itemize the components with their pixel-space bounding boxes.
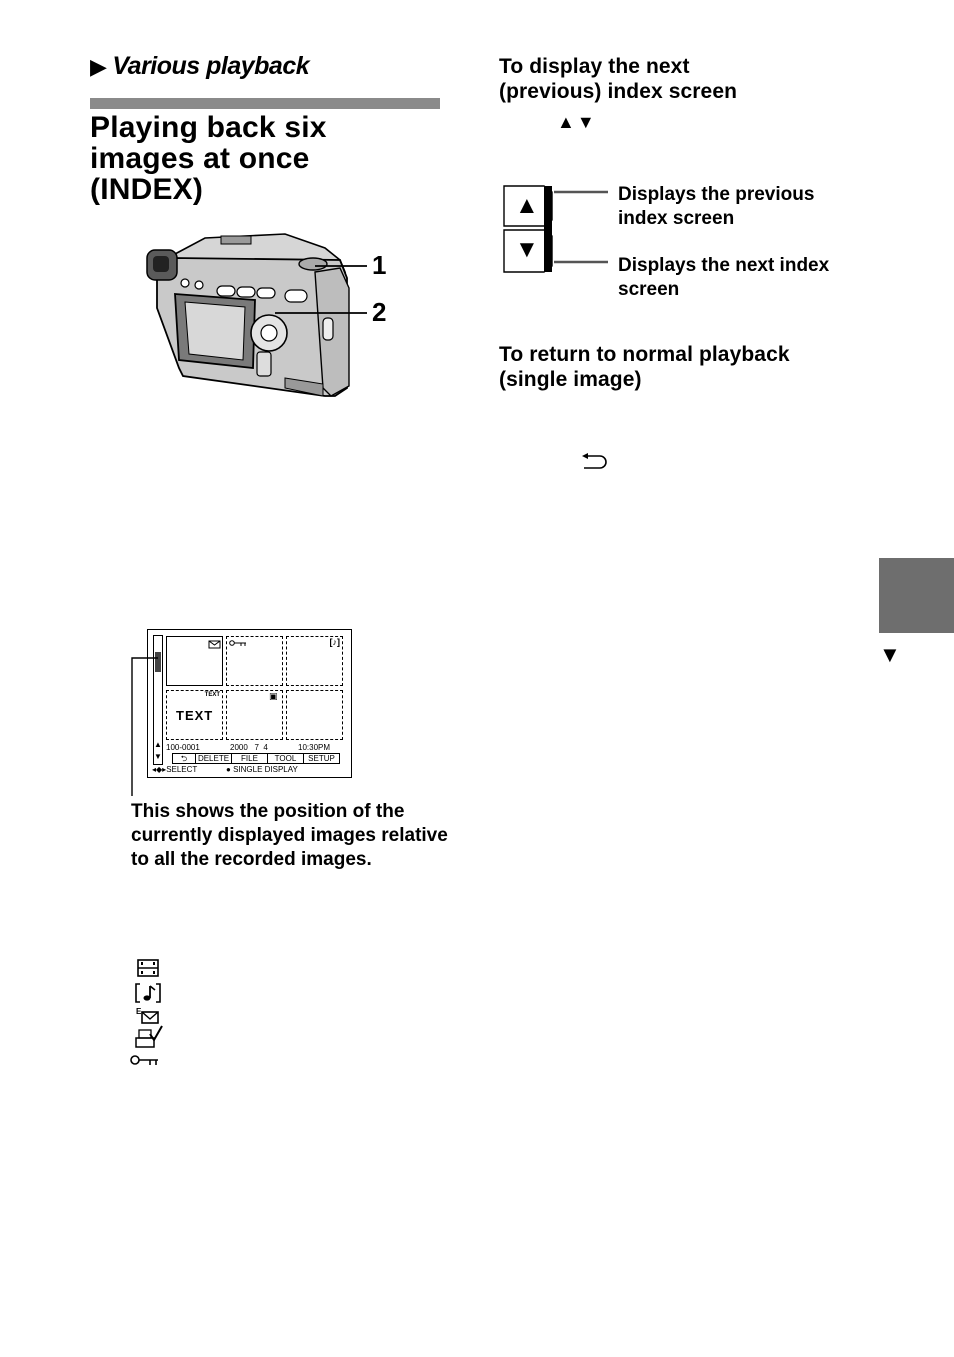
protect-key-icon [130, 1055, 158, 1065]
file-number: 100-0001 [166, 743, 200, 752]
scroll-up-icon: ▲ [154, 740, 162, 749]
recording-time: 10:30PM [298, 743, 331, 752]
audio-clip-icon [135, 983, 161, 1003]
page-title-line: (INDEX) [90, 173, 204, 206]
thumbnail[interactable]: [♪] [286, 636, 343, 686]
caption-line: This shows the position of the [131, 801, 405, 822]
title-divider [90, 98, 440, 109]
callout-number-2: 2 [372, 297, 387, 327]
continued-arrow-icon: ▼ [879, 642, 901, 667]
position-callout-line [131, 657, 158, 796]
thumbnail[interactable] [226, 636, 283, 686]
heading-line: To display the next [499, 55, 690, 78]
page-title: Playing back six images at once (INDEX) [90, 112, 450, 205]
callout-number-1: 1 [372, 250, 387, 280]
up-down-arrows-icon: ▲▼ [557, 112, 597, 132]
section-header: ▶Various playback [90, 52, 310, 81]
film-icon: ▣ [269, 691, 278, 701]
email-icon [208, 640, 221, 649]
position-caption: This shows the position of the currently… [131, 800, 451, 872]
thumbnail[interactable]: ▣ [226, 690, 283, 740]
index-screen: ▲ ▼ [♪] TEXT TEXT ▣ 100-0001 2000 7 4 10… [147, 629, 352, 778]
next-prev-heading: To display the next (previous) index scr… [499, 54, 859, 104]
lcd-menu-bar: ⮌ DELETE FILE TOOL SETUP [172, 753, 340, 764]
heading-line: (single image) [499, 368, 642, 391]
scroll-down-icon: ▼ [154, 752, 162, 761]
protect-key-icon [229, 640, 246, 646]
select-hint: ◂◆▸SELECT [152, 765, 198, 774]
svg-text:E: E [136, 1007, 142, 1016]
caption-line: currently displayed images relative [131, 825, 448, 846]
label-line: screen [618, 279, 680, 300]
return-arrow-icon [582, 453, 607, 469]
previous-index-button: ▲ [515, 192, 539, 219]
return-heading: To return to normal playback (single ima… [499, 342, 869, 392]
position-scrollbar [153, 635, 163, 765]
thumbnail[interactable] [286, 690, 343, 740]
heading-line: To return to normal playback [499, 343, 790, 366]
text-mode-badge: TEXT [204, 692, 220, 698]
next-index-label: Displays the next index screen [618, 254, 878, 302]
label-line: index screen [618, 208, 735, 229]
section-marker-icon: ▶ [90, 54, 107, 79]
recording-date: 2000 7 4 [230, 743, 268, 752]
thumbnail-selected[interactable] [166, 636, 223, 686]
index-buttons-diagram [503, 185, 608, 273]
email-icon: E [136, 1007, 159, 1024]
caption-line: to all the recorded images. [131, 849, 372, 870]
single-display-hint: ● SINGLE DISPLAY [226, 765, 298, 774]
page-title-line: Playing back six [90, 111, 327, 144]
chapter-tab [879, 558, 954, 633]
menu-setup[interactable]: SETUP [308, 754, 335, 763]
previous-index-label: Displays the previous index screen [618, 183, 878, 231]
scrollbar-thumb [155, 652, 161, 672]
menu-tool[interactable]: TOOL [268, 754, 304, 763]
legend-icon-column: E [130, 959, 163, 1065]
film-icon [137, 959, 159, 977]
heading-line: (previous) index screen [499, 80, 738, 103]
thumbnail[interactable]: TEXT TEXT [166, 690, 223, 740]
camera-illustration [146, 233, 367, 397]
menu-file[interactable]: FILE [232, 754, 268, 763]
single-hint-label: SINGLE DISPLAY [233, 765, 298, 774]
print-mark-icon [135, 1025, 163, 1048]
select-hint-label: SELECT [166, 765, 198, 774]
label-line: Displays the previous [618, 184, 815, 205]
next-index-button: ▼ [515, 236, 539, 263]
page-title-line: images at once [90, 142, 310, 175]
menu-delete[interactable]: DELETE [196, 754, 232, 763]
menu-return[interactable]: ⮌ [173, 754, 196, 763]
audio-clip-icon: [♪] [329, 637, 341, 647]
section-title: Various playback [112, 52, 310, 80]
label-line: Displays the next index [618, 255, 830, 276]
text-mode-label: TEXT [176, 708, 214, 723]
